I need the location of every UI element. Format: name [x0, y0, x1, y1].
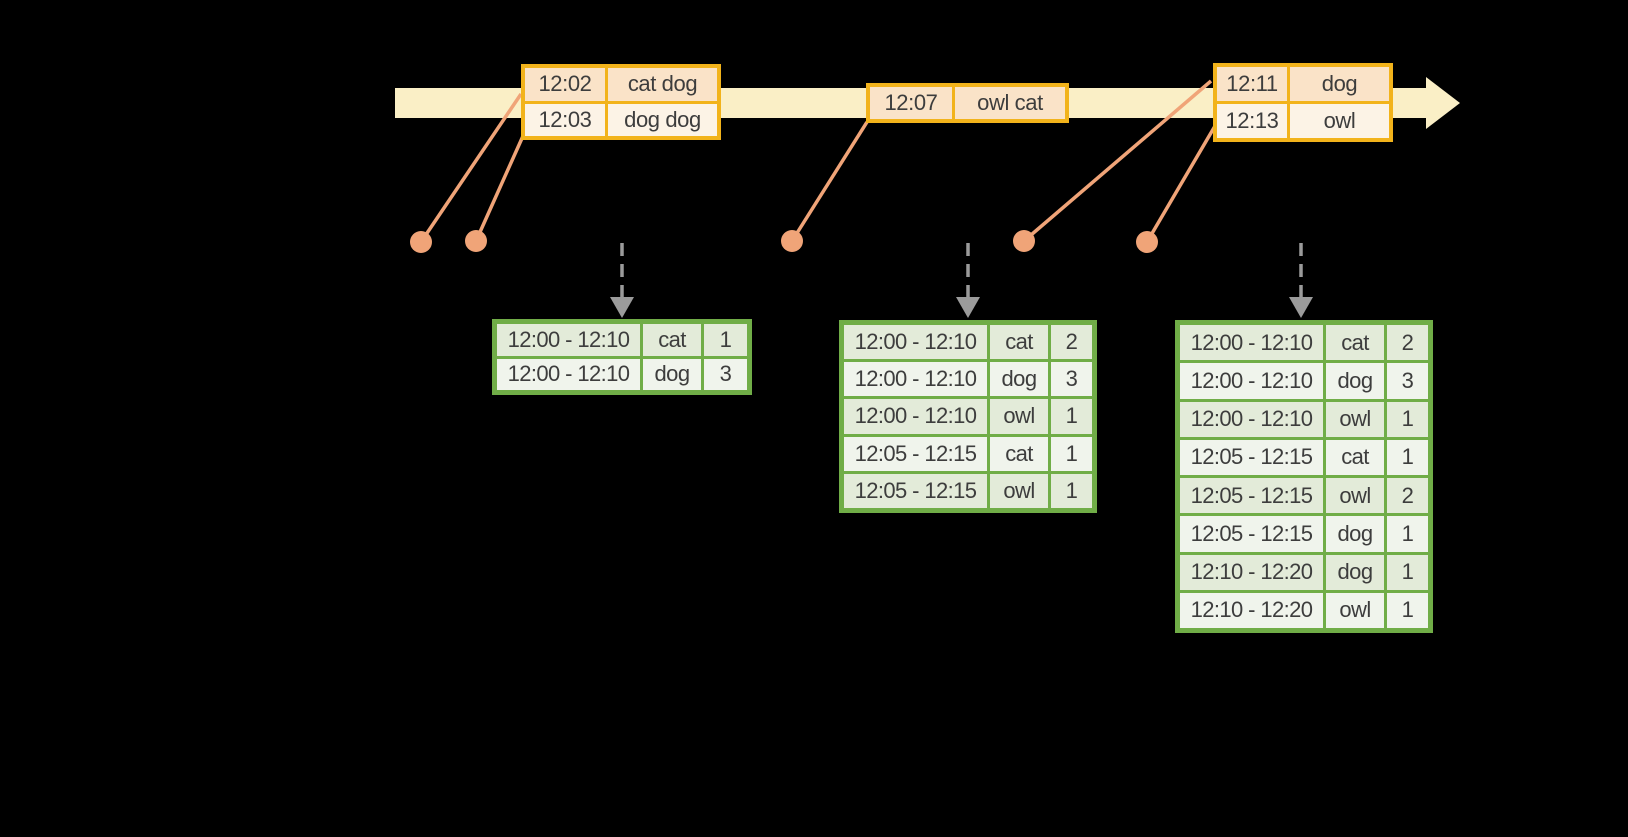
word-cell: cat — [990, 436, 1048, 471]
event-dot — [410, 231, 432, 253]
event-words-cell: owl cat — [955, 87, 1065, 119]
count-cell: 1 — [1387, 401, 1428, 437]
window-cell: 12:05 - 12:15 — [1180, 439, 1323, 475]
count-cell: 1 — [1051, 473, 1092, 508]
count-cell: 3 — [1051, 362, 1092, 397]
window-cell: 12:00 - 12:10 — [1180, 363, 1323, 399]
count-cell: 1 — [1051, 436, 1092, 471]
count-cell: 2 — [1387, 478, 1428, 514]
count-cell: 1 — [704, 324, 747, 356]
word-cell: dog — [1326, 516, 1384, 552]
timeline-arrowhead-icon — [1426, 77, 1460, 129]
connector-line — [1145, 125, 1217, 243]
word-cell: cat — [1326, 325, 1384, 361]
word-cell: cat — [990, 325, 1048, 360]
down-arrowhead-icon — [956, 297, 980, 318]
word-cell: cat — [643, 324, 701, 356]
count-cell: 1 — [1387, 516, 1428, 552]
count-cell: 2 — [1387, 325, 1428, 361]
word-cell: dog — [990, 362, 1048, 397]
connector-line — [790, 121, 869, 242]
count-cell: 1 — [1051, 399, 1092, 434]
window-cell: 12:05 - 12:15 — [844, 436, 987, 471]
count-cell: 1 — [1387, 439, 1428, 475]
window-cell: 12:00 - 12:10 — [1180, 401, 1323, 437]
count-cell: 2 — [1051, 325, 1092, 360]
word-cell: cat — [1326, 439, 1384, 475]
word-cell: dog — [1326, 554, 1384, 590]
word-cell: owl — [990, 473, 1048, 508]
window-cell: 12:05 - 12:15 — [1180, 478, 1323, 514]
event-time-cell: 12:03 — [525, 103, 605, 136]
count-cell: 1 — [1387, 592, 1428, 628]
event-words-cell: cat dog — [608, 68, 717, 101]
window-cell: 12:10 - 12:20 — [1180, 592, 1323, 628]
event-words-cell: dog — [1290, 67, 1389, 101]
count-cell: 3 — [1387, 363, 1428, 399]
window-cell: 12:00 - 12:10 — [497, 324, 640, 356]
word-cell: dog — [1326, 363, 1384, 399]
event-words-cell: dog dog — [608, 103, 717, 136]
event-dot — [781, 230, 803, 252]
event-time-cell: 12:13 — [1217, 104, 1287, 138]
window-cell: 12:00 - 12:10 — [1180, 325, 1323, 361]
event-dot — [465, 230, 487, 252]
event-dot — [1013, 230, 1035, 252]
down-arrowhead-icon — [1289, 297, 1313, 318]
count-cell: 3 — [704, 358, 747, 390]
word-cell: owl — [1326, 401, 1384, 437]
window-cell: 12:00 - 12:10 — [497, 358, 640, 390]
word-cell: owl — [1326, 478, 1384, 514]
window-cell: 12:00 - 12:10 — [844, 362, 987, 397]
count-cell: 1 — [1387, 554, 1428, 590]
word-cell: owl — [990, 399, 1048, 434]
window-cell: 12:00 - 12:10 — [844, 399, 987, 434]
event-words-cell: owl — [1290, 104, 1389, 138]
window-cell: 12:10 - 12:20 — [1180, 554, 1323, 590]
window-cell: 12:05 - 12:15 — [1180, 516, 1323, 552]
word-cell: dog — [643, 358, 701, 390]
event-time-cell: 12:11 — [1217, 67, 1287, 101]
event-time-cell: 12:07 — [870, 87, 952, 119]
window-cell: 12:05 - 12:15 — [844, 473, 987, 508]
connector-line — [474, 135, 525, 242]
event-dot — [1136, 231, 1158, 253]
down-arrowhead-icon — [610, 297, 634, 318]
word-cell: owl — [1326, 592, 1384, 628]
window-cell: 12:00 - 12:10 — [844, 325, 987, 360]
event-time-cell: 12:02 — [525, 68, 605, 101]
